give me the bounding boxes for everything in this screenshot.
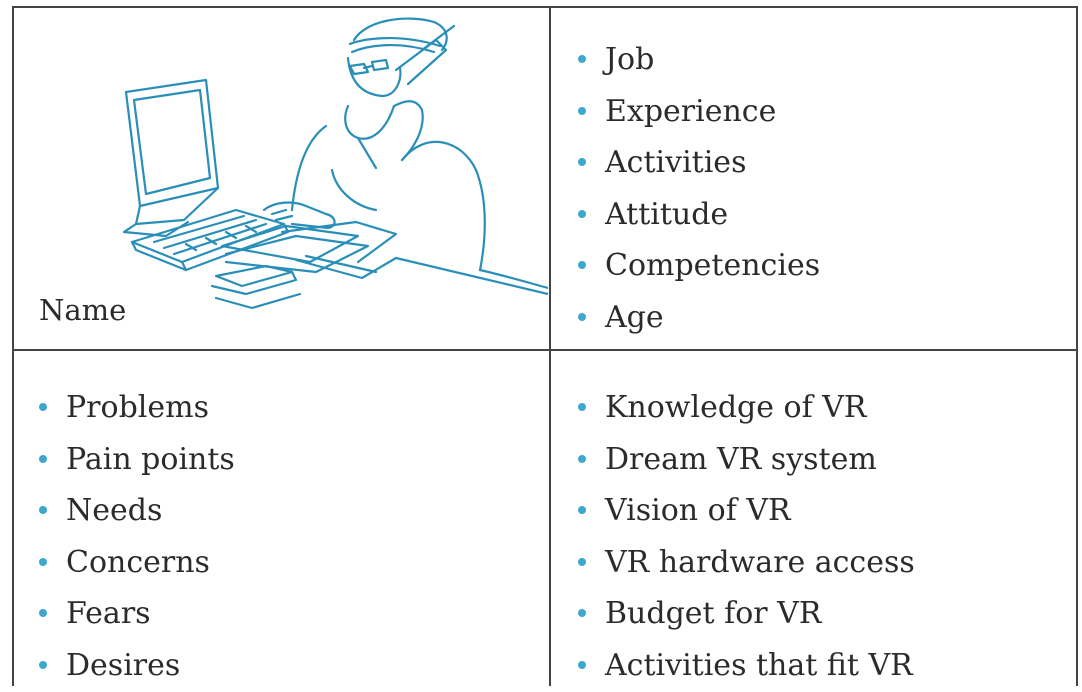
persona-vr-cell: Knowledge of VR Dream VR system Vision o…: [551, 351, 1078, 688]
persona-grid: Name Job Experience Activities Attitude …: [12, 6, 1078, 686]
list-item: Desires: [30, 640, 235, 692]
persona-identity-cell: Name: [14, 8, 549, 349]
problems-list: Problems Pain points Needs Concerns Fear…: [30, 382, 235, 691]
bullet-icon: [578, 209, 586, 218]
bullet-icon: [578, 106, 586, 115]
bullet-icon: [39, 609, 47, 617]
horizontal-divider: [14, 349, 1076, 351]
bullet-icon: [39, 660, 47, 669]
list-item: Attitude: [569, 189, 820, 241]
bullet-icon: [578, 261, 586, 269]
list-item: Concerns: [30, 537, 235, 589]
bullet-icon: [578, 158, 586, 166]
list-item: Age: [569, 292, 820, 344]
person-at-computer-icon: [96, 10, 548, 322]
list-item: Vision of VR: [569, 485, 915, 537]
bullet-icon: [578, 403, 586, 411]
list-item: Pain points: [30, 434, 235, 486]
list-item: Experience: [569, 86, 820, 138]
bullet-icon: [578, 609, 586, 617]
list-item: Fears: [30, 588, 235, 640]
list-item: VR hardware access: [569, 537, 915, 589]
bullet-icon: [39, 403, 47, 411]
persona-profile-cell: Job Experience Activities Attitude Compe…: [551, 8, 1078, 349]
persona-problems-cell: Problems Pain points Needs Concerns Fear…: [14, 351, 549, 688]
bullet-icon: [578, 312, 586, 321]
vr-list: Knowledge of VR Dream VR system Vision o…: [569, 382, 915, 691]
list-item: Job: [569, 34, 820, 86]
list-item: Activities: [569, 137, 820, 189]
bullet-icon: [578, 660, 586, 669]
bullet-icon: [39, 454, 47, 463]
list-item: Dream VR system: [569, 434, 915, 486]
vertical-divider: [549, 8, 551, 686]
list-item: Budget for VR: [569, 588, 915, 640]
list-item: Competencies: [569, 240, 820, 292]
list-item: Needs: [30, 485, 235, 537]
bullet-icon: [39, 506, 47, 514]
bullet-icon: [578, 506, 586, 514]
list-item: Knowledge of VR: [569, 382, 915, 434]
bullet-icon: [39, 557, 47, 566]
list-item: Problems: [30, 382, 235, 434]
bullet-icon: [578, 454, 586, 463]
bullet-icon: [578, 55, 586, 63]
persona-name-label: Name: [39, 293, 127, 327]
list-item: Activities that fit VR: [569, 640, 915, 692]
bullet-icon: [578, 557, 586, 566]
profile-list: Job Experience Activities Attitude Compe…: [569, 34, 820, 343]
